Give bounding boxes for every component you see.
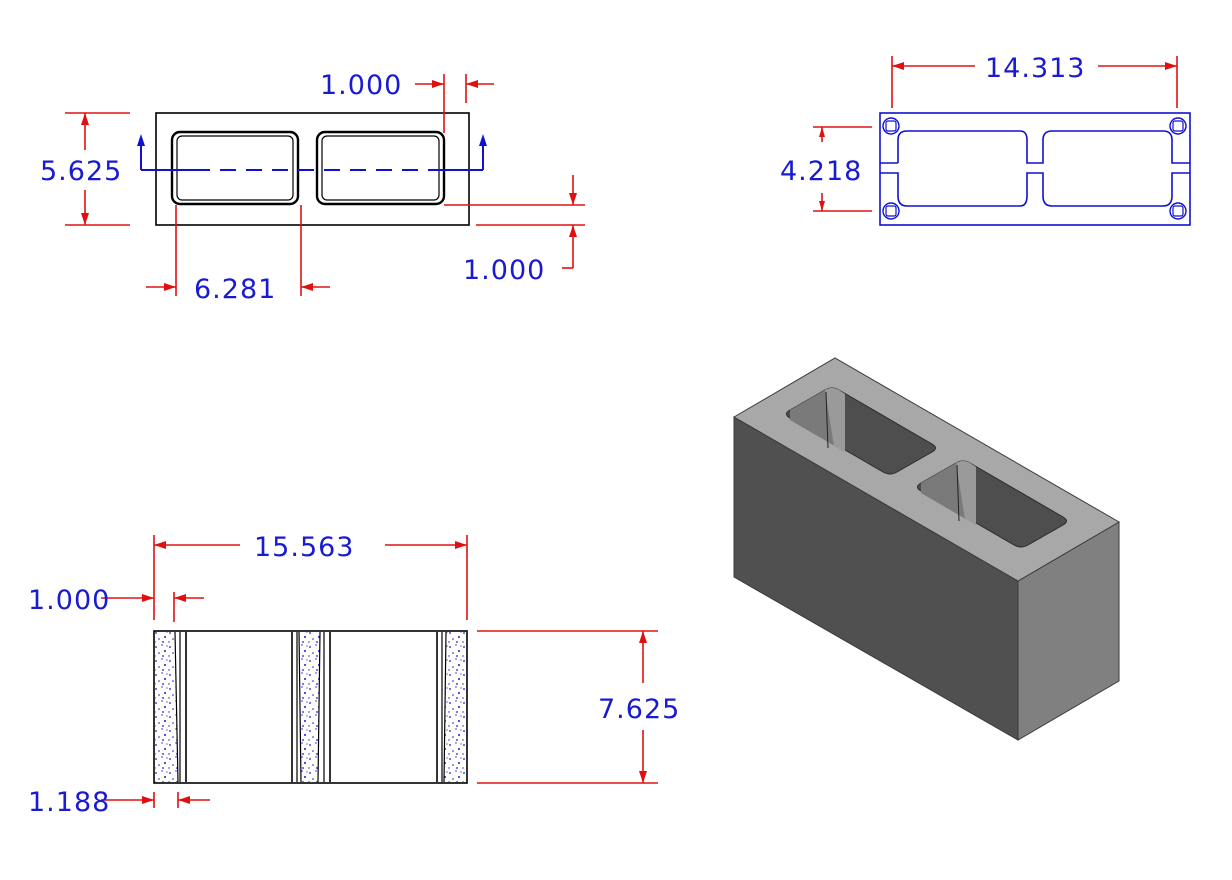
dim-text-4218: 4.218 [780,156,862,187]
dim-section-top-shell: 1.000 [28,585,204,622]
dim-top-web: 1.000 [320,70,494,133]
dim-text-14313: 14.313 [985,53,1085,84]
corner-hole-icons [882,117,1187,220]
section-cutting-plane [137,134,487,171]
dim-text-1000-right: 1.000 [463,255,545,286]
section-hatch-right [444,632,466,782]
dim-text-5625: 5.625 [40,156,122,187]
dim-section-length: 15.563 [153,532,468,620]
dim-text-1188: 1.188 [28,787,110,818]
section-hatch-left [155,632,178,782]
section-view: 15.563 1.000 1.188 [28,532,680,818]
dim-top-face-shell: 1.000 [444,175,585,286]
top-view: 5.625 1.000 1.000 [40,70,585,305]
bottom-view: 14.313 4.218 [780,53,1191,226]
dim-text-1000-section: 1.000 [28,585,110,616]
top-view-core-right [315,130,446,206]
top-view-core-left [170,130,300,206]
iso-core-left [786,387,936,475]
dim-bottom-width: 4.218 [780,126,872,212]
bottom-view-outline [879,112,1191,226]
dim-top-core-length: 6.281 [146,205,330,305]
section-view-outline [153,630,468,784]
dim-top-width: 5.625 [40,112,130,226]
dim-text-6281: 6.281 [194,274,276,305]
iso-core-right [917,460,1067,548]
dim-text-1000-top: 1.000 [320,70,402,101]
dim-text-15563: 15.563 [254,532,354,563]
dim-section-height: 7.625 [477,630,680,784]
dim-bottom-length: 14.313 [891,53,1178,108]
isometric-view [733,357,1120,741]
section-hatch-middle [299,632,320,782]
dim-text-7625: 7.625 [598,694,680,725]
dim-section-bottom-shell: 1.188 [28,787,210,818]
